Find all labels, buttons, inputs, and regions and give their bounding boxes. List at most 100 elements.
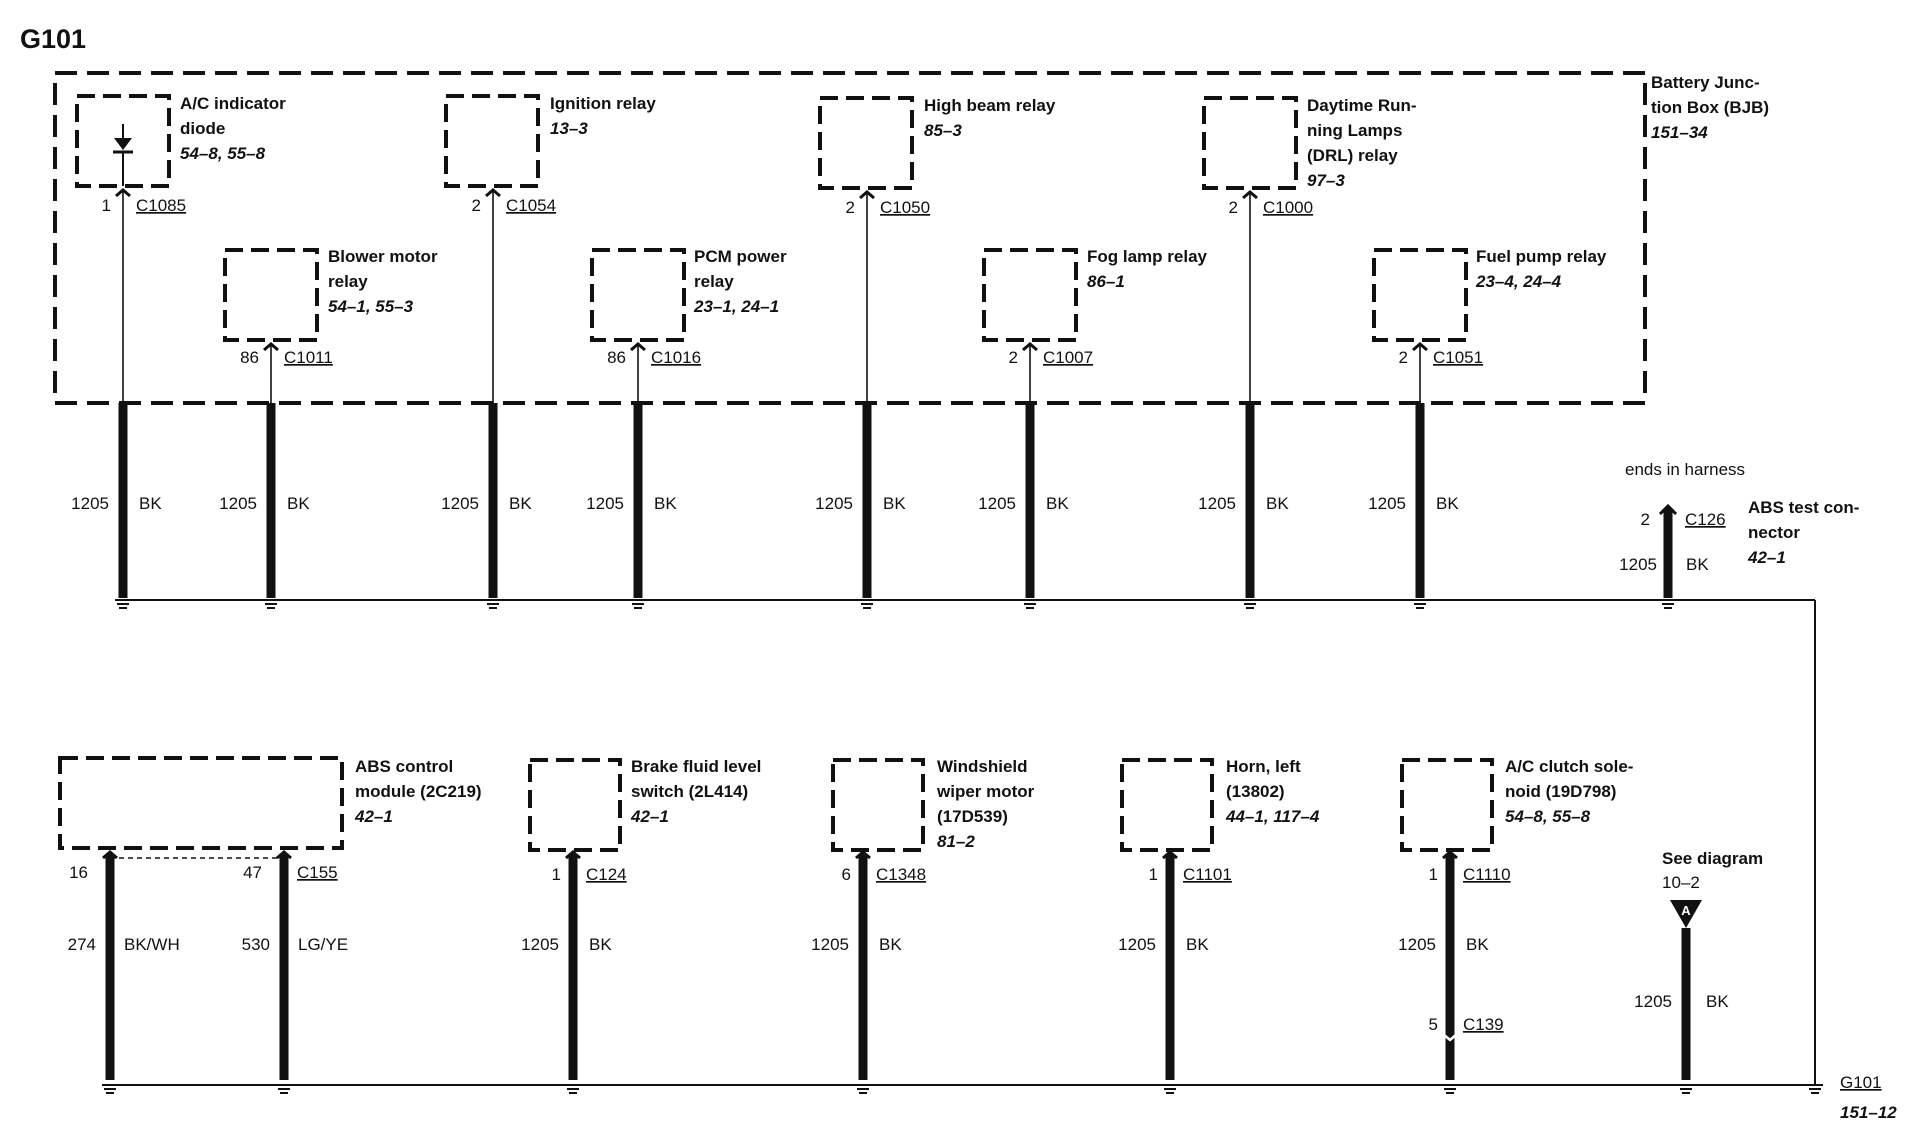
component-ref: 13–3 — [550, 119, 588, 138]
wire-number: 1205 — [1118, 935, 1156, 954]
ground-icon — [1412, 599, 1428, 609]
wire-number: 274 — [68, 935, 96, 954]
component-ref: 81–2 — [937, 832, 975, 851]
abs-test-connector: ends in harness ABS test con- nector 42–… — [1619, 460, 1859, 609]
component-box — [1400, 758, 1494, 852]
component-ref: 97–3 — [1307, 171, 1345, 190]
ground-icon — [115, 599, 131, 609]
component-box — [982, 248, 1078, 342]
inline-connector-id: C139 — [1463, 1015, 1504, 1034]
abs-test-line-1: ABS test con- — [1748, 498, 1859, 517]
pin-number: 86 — [607, 348, 626, 367]
ground-icon — [855, 1084, 871, 1094]
wire-number: 1205 — [521, 935, 559, 954]
connector-symbol — [276, 850, 292, 860]
wire-number: 1205 — [978, 494, 1016, 513]
component-label-line: (DRL) relay — [1307, 146, 1398, 165]
abs-test-wire-color: BK — [1686, 555, 1709, 574]
pin-number: 1 — [1149, 865, 1158, 884]
wire-color: BK/WH — [124, 935, 180, 954]
component-label-line: Ignition relay — [550, 94, 656, 113]
abs-test-ground-symbol — [1660, 599, 1676, 609]
wire-color: BK — [1266, 494, 1289, 513]
component-ref: 23–4, 24–4 — [1475, 272, 1562, 291]
wire-color: BK — [1466, 935, 1489, 954]
component-label-line: PCM power — [694, 247, 787, 266]
component-label-line: diode — [180, 119, 225, 138]
component-box — [75, 94, 171, 188]
abs-test-connector-id: C126 — [1685, 510, 1726, 529]
bjb-name-line-1: Battery Junc- — [1651, 73, 1760, 92]
pin-number: 2 — [1229, 198, 1238, 217]
component-box — [1372, 248, 1468, 342]
connector-id: C1016 — [651, 348, 701, 367]
ground-icon — [485, 599, 501, 609]
connector-id: C1101 — [1183, 865, 1232, 884]
abs-test-wire-number: 1205 — [1619, 555, 1657, 574]
connector-id: C124 — [586, 865, 627, 884]
pin-number: 86 — [240, 348, 259, 367]
component-ref: 86–1 — [1087, 272, 1125, 291]
component-box — [1202, 96, 1298, 190]
connector-id: C1051 — [1433, 348, 1483, 367]
component-label-line: A/C indicator — [180, 94, 286, 113]
wire-color: BK — [287, 494, 310, 513]
component-label-line: Windshield — [937, 757, 1028, 776]
component-label-line: (17D539) — [937, 807, 1008, 826]
wire-number: 1205 — [441, 494, 479, 513]
connector-id: C1050 — [880, 198, 930, 217]
connector-symbol — [102, 850, 118, 860]
pin-number: 2 — [846, 198, 855, 217]
connector-id: C1348 — [876, 865, 926, 884]
component-ref: 42–1 — [630, 807, 669, 826]
ground-icon — [1022, 599, 1038, 609]
component-ref: 44–1, 117–4 — [1225, 807, 1320, 826]
component-ref: 85–3 — [924, 121, 962, 140]
wire-number: 1205 — [811, 935, 849, 954]
g101-ground-icon — [1807, 1084, 1823, 1094]
ground-icon — [565, 1084, 581, 1094]
pin-number: 1 — [102, 196, 111, 215]
wire-color: BK — [1436, 494, 1459, 513]
component-label-line: switch (2L414) — [631, 782, 748, 801]
ground-g101: G101 151–12 — [1807, 1073, 1897, 1122]
wire-color: LG/YE — [298, 935, 348, 954]
component-label-line: Fuel pump relay — [1476, 247, 1607, 266]
wire-color: BK — [509, 494, 532, 513]
off-page-marker-letter: A — [1681, 903, 1691, 918]
component-label-line: module (2C219) — [355, 782, 482, 801]
ground-icon — [263, 599, 279, 609]
pin-number: 16 — [69, 863, 88, 882]
pin-number: 47 — [243, 863, 262, 882]
abs-test-pin: 2 — [1641, 510, 1650, 529]
component-ref: 23–1, 24–1 — [693, 297, 779, 316]
connector-symbol — [1162, 850, 1178, 860]
component-label-line: ABS control — [355, 757, 453, 776]
wire-color: BK — [139, 494, 162, 513]
connector-symbol — [855, 850, 871, 860]
g101-ref: 151–12 — [1840, 1103, 1897, 1122]
connector-id: C1007 — [1043, 348, 1093, 367]
component-label-line: Horn, left — [1226, 757, 1301, 776]
abs-test-connector-symbol — [1658, 503, 1678, 516]
wire-color: BK — [883, 494, 906, 513]
ground-icon — [102, 1084, 118, 1094]
component-label-line: (13802) — [1226, 782, 1285, 801]
ground-icon — [1242, 599, 1258, 609]
component-label-line: relay — [328, 272, 368, 291]
component-box — [528, 758, 622, 852]
ground-icon — [859, 599, 875, 609]
off-page-triangle-icon — [1670, 900, 1702, 928]
wire-number: 1205 — [1368, 494, 1406, 513]
connector-symbol — [1442, 850, 1458, 860]
